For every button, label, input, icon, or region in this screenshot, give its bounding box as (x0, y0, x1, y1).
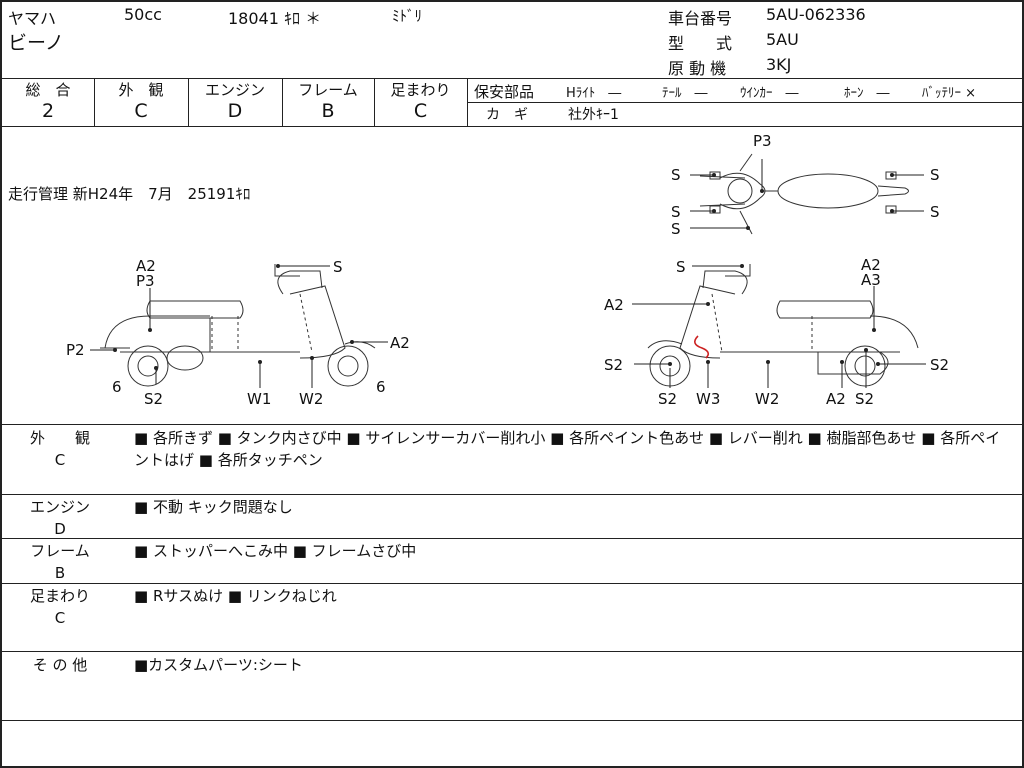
rv-a2: A2 (826, 390, 846, 408)
section-engine-text: ■ 不動 キック問題なし (134, 498, 293, 516)
rule (0, 583, 1024, 584)
lv-a2: A2 (136, 257, 156, 275)
rv-s: S (676, 258, 686, 276)
tv-p3: P3 (753, 132, 772, 150)
rv-w2: W2 (755, 390, 779, 408)
lv-w2: W2 (299, 390, 323, 408)
right-view-scooter (647, 264, 919, 387)
rv-s2: S2 (855, 390, 874, 408)
lv-s2: S2 (144, 390, 163, 408)
top-view-scooter (699, 153, 909, 235)
section-other-label: そ の 他 (32, 656, 88, 674)
engine-value: 3KJ (766, 55, 792, 74)
lv-p3: P3 (136, 272, 155, 290)
maker: ヤマハ (8, 9, 57, 28)
rule (0, 720, 1024, 721)
rule (374, 78, 375, 126)
rule (0, 126, 1024, 127)
mileage: 18041 ｷﾛ ＊ (228, 9, 322, 28)
lv-a2: A2 (390, 334, 410, 352)
lv-p2: P2 (66, 341, 85, 359)
rule (467, 102, 1024, 103)
tv-s: S (671, 220, 681, 238)
safety-tail: ﾃｰﾙ ― (662, 86, 708, 101)
tv-s: S (930, 203, 940, 221)
rv-a3: A3 (861, 271, 881, 289)
color: ﾐﾄﾞﾘ (392, 7, 423, 25)
type-label: 型 式 (668, 34, 733, 53)
model-name: ビーノ (8, 32, 64, 54)
safety-label: 保安部品 (474, 83, 535, 101)
rule (0, 78, 1024, 79)
rv-a2: A2 (861, 256, 881, 274)
section-exterior-text: ■ 各所きず ■ タンク内さび中 ■ サイレンサーカバー削れ小 ■ 各所ペイント… (134, 429, 1001, 469)
tv-s: S (930, 166, 940, 184)
chassis-value: 5AU-062336 (766, 5, 866, 24)
rule (188, 78, 189, 126)
lv-6: 6 (376, 378, 386, 396)
section-frame-text: ■ ストッパーへこみ中 ■ フレームさび中 (134, 542, 417, 560)
rv-s2: S2 (930, 356, 949, 374)
type-value: 5AU (766, 30, 799, 49)
damage-diagram: P3 S S S S S A2 P3 S P2 A2 6 6 S2 W1 W2 … (66, 132, 949, 408)
key-value: 社外ｷｰ1 (568, 107, 619, 123)
tv-s: S (671, 166, 681, 184)
lv-w1: W1 (247, 390, 271, 408)
section-other-text: ■カスタムパーツ:シート (134, 656, 303, 674)
rv-s2: S2 (604, 356, 623, 374)
displacement: 50cc (124, 5, 162, 24)
running-record: 走行管理 新H24年 7月 25191ｷﾛ (8, 185, 251, 203)
safety-battery: ﾊﾞｯﾃﾘｰ × (922, 86, 977, 101)
lv-6: 6 (112, 378, 122, 396)
engine-label: 原 動 機 (668, 59, 727, 78)
damage-mark (694, 335, 710, 359)
rule (94, 78, 95, 126)
chassis-label: 車台番号 (668, 9, 733, 28)
safety-winker: ｳｲﾝｶｰ ― (740, 86, 799, 101)
safety-headlight: Hﾗｲﾄ ― (566, 86, 622, 101)
tv-s: S (671, 203, 681, 221)
rule (0, 538, 1024, 539)
left-view-scooter (100, 264, 376, 387)
rule (282, 78, 283, 126)
section-suspension-text: ■ Rサスぬけ ■ リンクねじれ (134, 587, 337, 605)
lv-s: S (333, 258, 343, 276)
rule (0, 424, 1024, 425)
key-label: カ ギ (486, 107, 528, 123)
rv-w3: W3 (696, 390, 720, 408)
rule (0, 494, 1024, 495)
safety-horn: ﾎｰﾝ ― (844, 86, 890, 101)
rv-s2: S2 (658, 390, 677, 408)
rule (0, 651, 1024, 652)
rv-a2: A2 (604, 296, 624, 314)
